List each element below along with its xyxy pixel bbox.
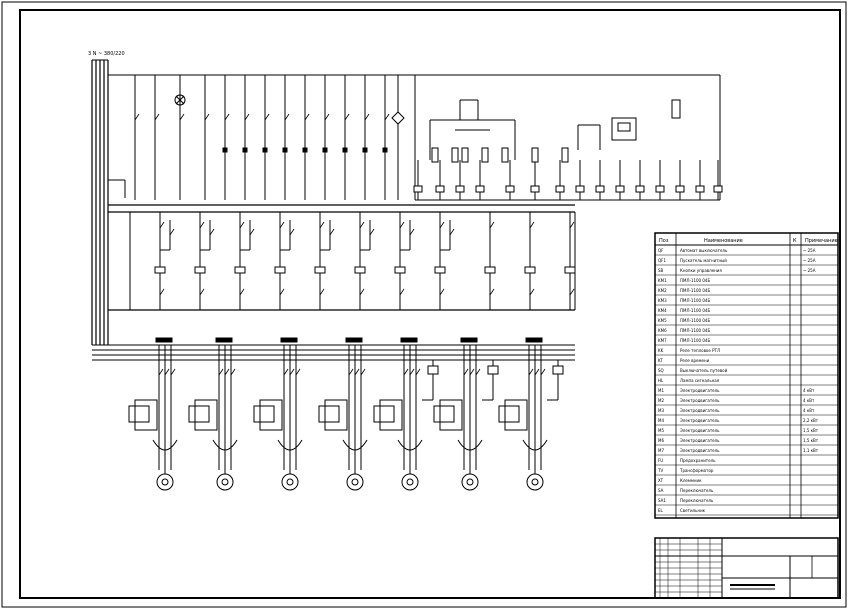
table-header-note: Примечание — [805, 238, 838, 244]
table-row-name: Кнопки управления — [680, 268, 722, 273]
table-row-name: Лампа сигнальная — [680, 378, 720, 383]
table-row-pos: KM5 — [658, 318, 667, 323]
parts-list-table: Поз Наименование К Примечание QF Автомат … — [654, 232, 839, 519]
table-row-pos: KM7 — [658, 338, 667, 343]
supply-label: 3 N ~ 380/220 — [88, 51, 125, 57]
table-row-pos: TV — [657, 468, 663, 473]
motor-icon-m3 — [281, 473, 299, 491]
table-row-note: ~ 25А — [803, 248, 816, 253]
table-row-pos: M6 — [658, 438, 664, 443]
table-row-name: Автомат выключатель — [680, 248, 728, 253]
table-header-pos: Поз — [659, 238, 669, 244]
table-row-name: ПМЛ-1100 04Б — [680, 328, 710, 333]
table-row-name: Реле тепловое РТЛ — [680, 348, 720, 353]
motor-branch-m7 — [498, 337, 564, 491]
table-row-pos: M7 — [658, 448, 664, 453]
table-row-name: Электродвигатель — [680, 388, 720, 393]
power-circuit — [92, 337, 575, 491]
table-row-name: ПМЛ-1100 04Б — [680, 298, 710, 303]
table-row-pos: SB — [658, 268, 664, 273]
table-row-pos: QF1 — [658, 258, 666, 263]
table-row-name: ПМЛ-1100 04Б — [680, 318, 710, 323]
table-row-pos: SQ — [658, 368, 664, 373]
table-row-name: Реле времени — [680, 358, 710, 363]
table-row-name: Электродвигатель — [680, 448, 720, 453]
sheet-inner-frame — [19, 9, 841, 599]
motor-icon-m5 — [401, 473, 419, 491]
table-row-note: ~ 25А — [803, 258, 816, 263]
table-row-note: 1,5 кВт — [803, 428, 819, 433]
table-row-name: Электродвигатель — [680, 408, 720, 413]
table-row-name: Электродвигатель — [680, 398, 720, 403]
table-row-pos: M4 — [658, 418, 664, 423]
main-bus — [91, 59, 109, 345]
table-row-pos: M1 — [658, 388, 664, 393]
table-row-name: Светильник — [680, 508, 706, 513]
table-row-name: ПМЛ-1100 04Б — [680, 308, 710, 313]
table-row-note: 1,5 кВт — [803, 438, 819, 443]
rectifier-icon — [391, 111, 405, 125]
motor-icon-m4 — [346, 473, 364, 491]
motor-branch-m4 — [318, 337, 368, 491]
lamp-icon — [174, 94, 186, 106]
table-row-name: ПМЛ-1100 04Б — [680, 338, 710, 343]
table-row-name: ПМЛ-1100 04Б — [680, 278, 710, 283]
table-row-name: Трансформатор — [679, 468, 714, 473]
table-row-pos: KM2 — [658, 288, 667, 293]
table-row-pos: M5 — [658, 428, 664, 433]
motor-branch-m2 — [188, 337, 238, 491]
table-row-pos: KT — [658, 358, 663, 363]
table-row-name: Предохранитель — [680, 458, 716, 463]
motor-icon-m2 — [216, 473, 234, 491]
motor-icon-m7 — [526, 473, 544, 491]
table-row-name: Выключатель путевой — [680, 368, 728, 373]
table-row-note: 4 кВт — [803, 398, 815, 403]
table-row-pos: KM3 — [658, 298, 667, 303]
table-row-name: Клеммник — [680, 478, 702, 483]
title-block — [654, 537, 839, 599]
table-row-pos: KK — [658, 348, 664, 353]
table-row-name: Электродвигатель — [680, 428, 720, 433]
motor-icon-m1 — [156, 473, 174, 491]
table-row-pos: M2 — [658, 398, 664, 403]
table-header-name: Наименование — [704, 238, 743, 244]
table-row-pos: EL — [658, 508, 664, 513]
table-row-pos: XT — [658, 478, 664, 483]
table-row-pos: KM1 — [658, 278, 667, 283]
upper-control-circuit — [108, 74, 723, 206]
motor-branch-m5 — [373, 337, 439, 491]
table-row-pos: KM4 — [658, 308, 667, 313]
table-row-note: 2,2 кВт — [803, 418, 819, 423]
table-row-pos: QF — [658, 248, 664, 253]
motor-branch-m3 — [253, 337, 303, 491]
table-row-name: Электродвигатель — [680, 438, 720, 443]
table-row-pos: FU — [658, 458, 663, 463]
table-row-note: 1,1 кВт — [803, 448, 819, 453]
table-row-pos: SA1 — [658, 498, 666, 503]
table-row-note: 4 кВт — [803, 408, 815, 413]
table-row-note: ~ 25А — [803, 268, 816, 273]
table-row-name: ПМЛ-1100 04Б — [680, 288, 710, 293]
table-row-name: Переключатель — [680, 498, 714, 503]
table-row-pos: HL — [658, 378, 664, 383]
table-header-qty: К — [793, 238, 797, 244]
motor-branch-m6 — [433, 337, 499, 491]
table-row-pos: SA — [658, 488, 664, 493]
table-row-pos: M3 — [658, 408, 664, 413]
table-row-name: Электродвигатель — [680, 418, 720, 423]
motor-icon-m6 — [461, 473, 479, 491]
middle-control-circuit — [108, 211, 576, 311]
table-row-name: Переключатель — [680, 488, 714, 493]
motor-branch-m1 — [128, 337, 178, 491]
table-row-name: Пускатель магнитный — [680, 258, 727, 263]
table-row-note: 4 кВт — [803, 388, 815, 393]
table-row-pos: KM6 — [658, 328, 667, 333]
